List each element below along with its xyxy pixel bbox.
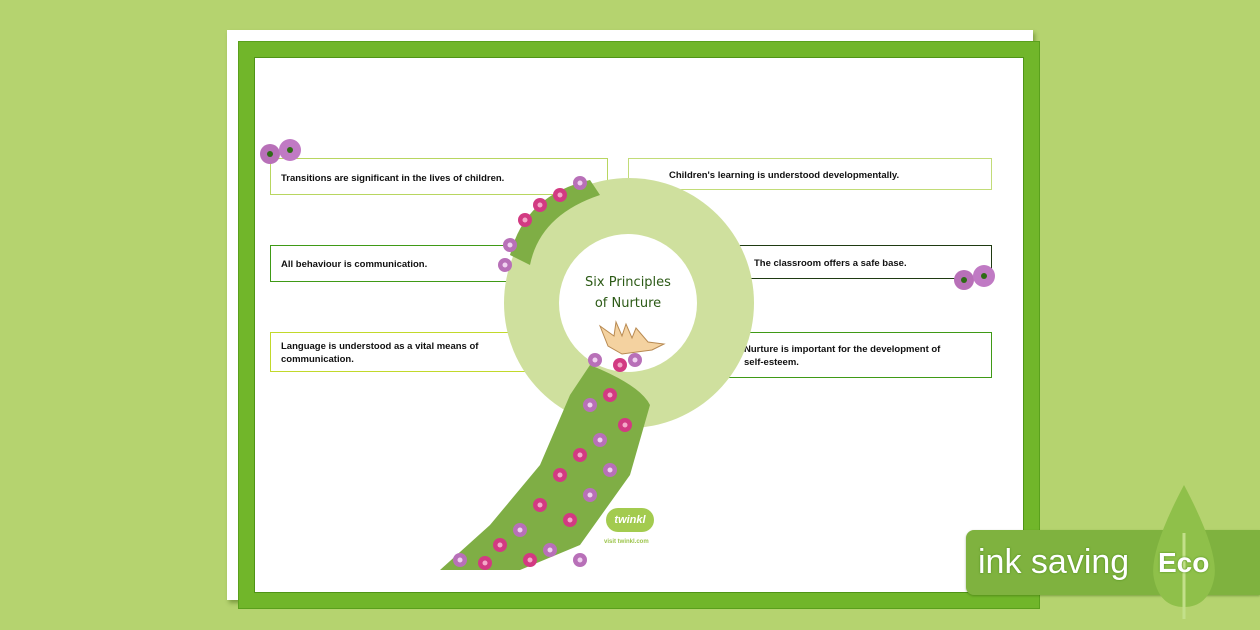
twinkl-logo: twinkl	[606, 508, 654, 532]
ink-saving-label: ink saving	[978, 543, 1130, 581]
flower-cluster-icon	[954, 265, 995, 290]
flower-garland-icon	[440, 176, 650, 570]
principle-text: Nurture is important for the development…	[744, 344, 941, 368]
principle-box-6: Nurture is important for the development…	[720, 332, 992, 378]
principle-text: Language is understood as a vital means …	[281, 341, 479, 365]
leaf-icon	[1153, 485, 1215, 619]
principle-text: Transitions are significant in the lives…	[281, 173, 505, 184]
principle-box-2: All behaviour is communication.	[270, 245, 520, 282]
flower-cluster-icon	[260, 139, 301, 164]
principle-box-4: Children's learning is understood develo…	[628, 158, 992, 190]
principle-box-1: Transitions are significant in the lives…	[270, 158, 608, 195]
principle-text: The classroom offers a safe base.	[754, 258, 907, 269]
principle-box-5: The classroom offers a safe base.	[720, 245, 992, 279]
page-title: Six Principles of Nurture	[585, 275, 671, 311]
eco-badge: Eco	[1158, 547, 1210, 578]
twinkl-url: visit twinkl.com	[604, 539, 649, 545]
principle-text: Children's learning is understood develo…	[669, 170, 900, 181]
principle-box-3: Language is understood as a vital means …	[270, 332, 534, 372]
hand-icon	[598, 320, 666, 355]
principle-text: All behaviour is communication.	[281, 259, 428, 270]
